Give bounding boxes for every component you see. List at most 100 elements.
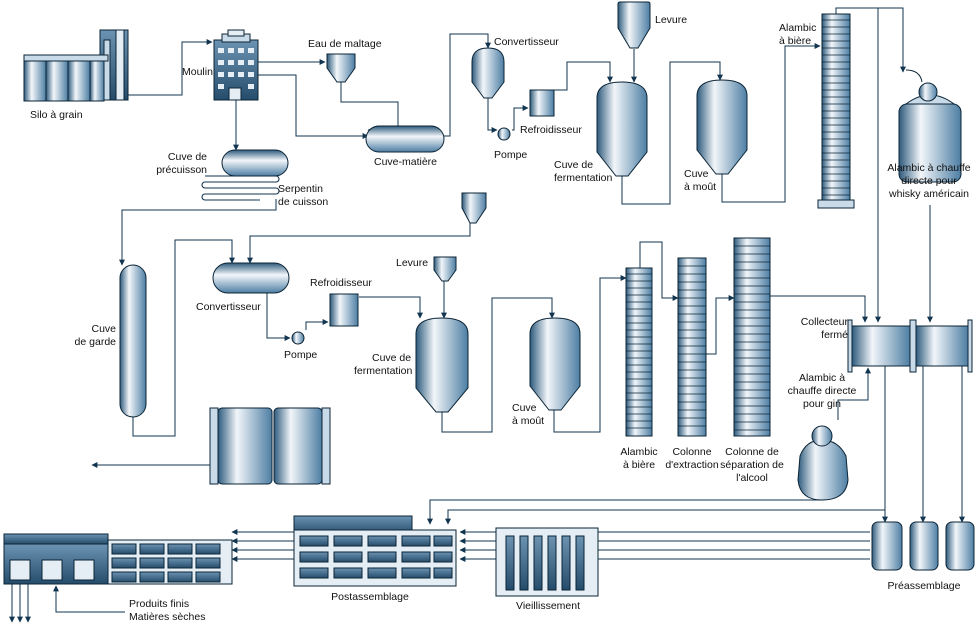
label-cuve-precuisson-1: Cuve de	[167, 151, 207, 163]
label-serpentin-2: de cuisson	[278, 196, 329, 208]
colonne-separation	[733, 237, 771, 437]
warehouse-building	[3, 533, 233, 585]
collecteur-ferme	[847, 319, 973, 373]
pipe-mout-alambic	[721, 43, 821, 203]
hopper-mid	[461, 192, 487, 224]
label-cuve-fermentation-top-2: fermentation	[554, 172, 613, 184]
cuve-fermentation-top	[596, 81, 648, 177]
label-refroidisseur-top: Refroidisseur	[520, 124, 582, 136]
label-alambic-gin-3: pour gin	[803, 398, 841, 410]
label-convertisseur-top: Convertisseur	[494, 36, 559, 48]
cuve-mout-top	[696, 79, 748, 175]
pipe-alambic-collecteur	[836, 7, 881, 323]
pipe-pompe-refroidisseur	[512, 105, 529, 131]
column-trays	[626, 19, 850, 431]
serpentin-coil	[201, 175, 280, 201]
label-alambic-whisky-3: whisky américain	[889, 188, 969, 200]
pipe-serpentin-garde	[119, 199, 277, 266]
label-alambic-biere-top-1: Alambic	[779, 22, 817, 34]
label-serpentin-1: Serpentin	[278, 183, 323, 195]
pompe-mid	[291, 331, 305, 345]
label-produits-finis: Produits finis	[129, 598, 190, 610]
cuve-fermentation-mid	[415, 317, 469, 413]
label-vieillissement: Vieillissement	[516, 600, 580, 612]
hopper-eau-maltage	[326, 53, 356, 83]
pipe-extraction-separation	[706, 295, 735, 355]
alambic-whisky	[898, 69, 962, 183]
label-colonne-extraction-2: d'extraction	[665, 459, 719, 471]
label-alambic-biere-top-2: à bière	[779, 35, 812, 47]
pipe-matieres	[53, 585, 125, 613]
pipe-cuvematiere-convertisseur	[442, 33, 491, 137]
pipe-gin-collecteur	[837, 367, 871, 420]
pipe-refroid-ferm	[554, 61, 613, 91]
hopper-levure-mid	[433, 256, 457, 282]
cuve-matiere	[365, 125, 445, 153]
label-colonne-separation-2: séparation de	[720, 459, 784, 471]
refroidisseur-top	[529, 89, 555, 117]
label-moulin: Moulin	[182, 66, 213, 78]
label-cuve-fermentation-mid-1: Cuve de	[372, 352, 412, 364]
pipe-conv-pompe	[266, 293, 291, 341]
label-colonne-separation-1: Colonne de	[725, 446, 779, 458]
label-colonne-separation-3: l'alcool	[736, 472, 768, 484]
pipe-mout-alambic-mid	[553, 275, 627, 433]
vieillissement-building	[495, 527, 599, 597]
label-cuve-garde-1: Cuve	[91, 323, 116, 335]
alambic-biere-mid	[625, 267, 653, 437]
pipe-gin-post	[427, 499, 822, 525]
label-alambic-whisky-2: directe pour	[901, 175, 957, 187]
pipe-pompe-refroid-mid	[305, 319, 329, 330]
convertisseur-mid	[212, 262, 290, 294]
pipe-eau-cuvematiere	[340, 82, 399, 133]
label-alambic-gin-1: Alambic à	[798, 372, 846, 384]
label-cuve-garde-2: de garde	[74, 336, 116, 348]
cuve-garde	[119, 264, 147, 418]
cuve-precuisson	[221, 149, 289, 177]
moulin	[213, 29, 259, 101]
label-cuve-precuisson-2: précuisson	[156, 164, 207, 176]
pipe-silo-moulin	[128, 39, 213, 96]
pipe-ferm-mout	[621, 61, 723, 205]
pipe-garde-convertisseur	[132, 239, 235, 437]
pipe-pre-post	[445, 509, 885, 525]
alambic-gin	[797, 425, 849, 501]
label-levure-top: Levure	[655, 14, 688, 26]
label-alambic-gin-2: chauffe directe	[787, 385, 857, 397]
label-cuve-mout-top-1: Cuve	[684, 168, 709, 180]
label-cuve-mout-mid-1: Cuve	[512, 402, 537, 414]
pompe-top	[497, 127, 511, 141]
pipe-ferm-mout-mid	[441, 297, 555, 433]
pipe-moulin-cuvematiere	[258, 74, 369, 139]
label-preassemblage: Préassemblage	[887, 580, 961, 592]
label-collecteur-1: Collecteur	[800, 316, 848, 328]
pipe-convertisseur-pompe	[487, 98, 498, 133]
colonne-extraction	[677, 257, 707, 437]
label-convertisseur-mid: Convertisseur	[196, 301, 261, 313]
pipes	[9, 7, 965, 623]
convertisseur-top	[471, 47, 505, 99]
label-cuve-matiere: Cuve-matière	[374, 156, 438, 168]
label-pompe-mid: Pompe	[284, 349, 318, 361]
label-silo: Silo à grain	[30, 109, 83, 121]
label-levure-mid: Levure	[396, 257, 429, 269]
equipment	[3, 1, 975, 597]
label-eau-maltage: Eau de maltage	[308, 38, 382, 50]
label-cuve-mout-top-2: à moût	[684, 181, 717, 193]
pipe-separation-collecteur	[770, 295, 868, 323]
cuve-mout-mid	[529, 317, 581, 411]
preassemblage-tanks	[871, 521, 975, 571]
pipe-alambic-extraction	[639, 241, 679, 301]
label-refroidisseur-mid: Refroidisseur	[310, 277, 372, 289]
label-cuve-fermentation-mid-2: fermentation	[354, 365, 413, 377]
pipe-refroid-ferm-mid	[359, 296, 423, 319]
label-cuve-mout-mid-2: à moût	[512, 415, 545, 427]
hopper-levure-top	[617, 1, 651, 49]
label-postassemblage: Postassemblage	[331, 591, 409, 603]
pipe-hopper-convertisseur	[247, 223, 471, 264]
label-pompe-top: Pompe	[494, 149, 528, 161]
label-alambic-whisky-1: Alambic à chauffe	[887, 162, 971, 174]
blending-tanks	[209, 407, 331, 485]
